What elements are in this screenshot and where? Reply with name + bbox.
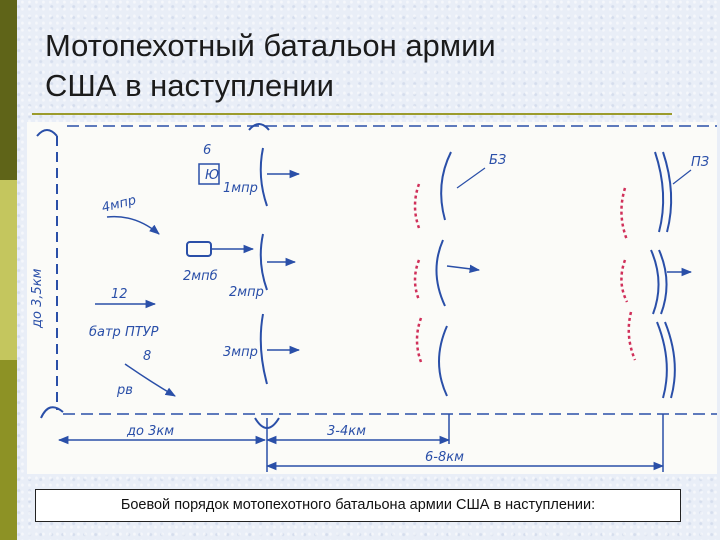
boundary-arc-mid-top [248, 123, 270, 131]
title-line-1: Мотопехотный батальон армии [45, 28, 496, 63]
bz-arrow [446, 264, 481, 273]
side-bar-dark [0, 0, 17, 180]
caption-box: Боевой порядок мотопехотного батальона а… [35, 489, 681, 522]
battle-order-diagram: 1мпр 2мпр 3мпр 4мпр 2мпб батр ПТУР 12 6 … [27, 122, 717, 474]
label-distance-3: 6-8км [425, 450, 464, 465]
tank-company-symbol [186, 241, 212, 257]
company-front-3 [259, 313, 268, 385]
reserve-arrow-4 [106, 215, 160, 235]
pz-front-bottom-a [656, 321, 668, 399]
side-bar-light [0, 180, 17, 360]
pz-front-mid-a [650, 249, 660, 315]
slide-title: Мотопехотный батальон армии США в наступ… [45, 26, 685, 106]
label-distance-2: 3-4км [327, 424, 366, 439]
diagram-svg: 1мпр 2мпр 3мпр 4мпр 2мпб батр ПТУР 12 6 … [30, 123, 717, 472]
boundary-arc-left-top [36, 129, 58, 137]
label-bz: БЗ [489, 153, 506, 168]
label-command-post: 6 [203, 143, 211, 158]
pz-front-top-a [654, 151, 665, 233]
bz-leader [456, 167, 486, 189]
title-line-2: США в наступлении [45, 68, 334, 103]
bz-front-top [440, 151, 452, 221]
label-atgm-battery: батр ПТУР [89, 325, 159, 340]
label-recon-number: 8 [143, 349, 151, 364]
label-pz: ПЗ [691, 155, 709, 170]
pz-leader [672, 169, 692, 185]
label-company-2: 2мпр [229, 285, 264, 300]
label-tank-company: 2мпб [183, 269, 218, 284]
enemy-position-3 [415, 317, 423, 363]
enemy-position-2 [413, 259, 421, 301]
dimension-ticks [266, 414, 664, 472]
label-atgm-count: 12 [111, 287, 128, 302]
boundary-arc-left-bottom [40, 406, 64, 419]
enemy-position-1 [413, 183, 421, 229]
enemy-position-5 [620, 259, 629, 303]
enemy-position-4 [620, 187, 629, 241]
label-distance-1: до 3км [126, 424, 174, 439]
recon-arrow [124, 363, 176, 397]
pz-front-mid-b [658, 249, 668, 315]
enemy-position-6 [627, 311, 637, 361]
pz-front-top-b [662, 151, 673, 233]
command-post-symbol [198, 163, 220, 185]
label-flag: Ю [205, 168, 219, 183]
bz-front-mid [435, 239, 446, 307]
company-front-2 [259, 233, 268, 291]
label-depth: до 3,5км [30, 268, 45, 329]
label-company-4: 4мпр [100, 193, 137, 216]
company-front-1 [259, 147, 268, 207]
label-company-3: 3мпр [223, 345, 258, 360]
pz-front-bottom-b [664, 321, 676, 399]
side-bar-mid [0, 360, 17, 540]
title-divider [32, 113, 672, 115]
label-company-1: 1мпр [223, 181, 258, 196]
label-recon: рв [116, 383, 133, 398]
bz-front-bottom [438, 325, 448, 397]
